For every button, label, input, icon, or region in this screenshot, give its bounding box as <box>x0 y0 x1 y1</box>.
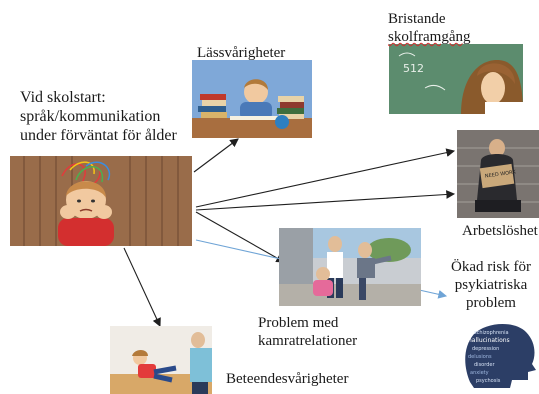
start-label-line2: språk/kommunikation <box>20 108 161 125</box>
word-cloud: schizophrenia hallucinations depression … <box>468 330 510 384</box>
word-0: schizophrenia <box>474 330 509 336</box>
problem-label: Problem med kamratrelationer <box>258 314 357 350</box>
reading-difficulties-photo <box>192 60 312 138</box>
bristande-label-line1: Bristande <box>388 11 446 27</box>
problem-label-line1: Problem med <box>258 315 339 331</box>
arrow-to-arbetsloshet <box>195 190 456 211</box>
start-label: Vid skolstart: språk/kommunikation under… <box>20 88 177 145</box>
behavior-problems-photo <box>110 326 212 394</box>
bristande-label-line2: skolframgång <box>388 29 471 45</box>
word-1: hallucinations <box>468 337 510 344</box>
psykiatriska-label: Ökad risk för psykiatriska problem <box>451 258 531 312</box>
word-2: depression <box>472 346 499 352</box>
word-4: disorder <box>474 362 495 368</box>
sign-text: NEED WORK <box>485 169 517 179</box>
arrow-to-lassvarigheter <box>193 138 239 173</box>
arbetsloshet-label: Arbetslöshet <box>462 223 538 239</box>
school-failure-photo: 512 <box>389 44 523 114</box>
child-photo <box>10 156 192 246</box>
arrow-to-bristande <box>195 148 456 208</box>
word-6: psychosis <box>476 378 501 384</box>
start-label-line3: under förväntat för ålder <box>20 127 177 144</box>
start-label-line1: Vid skolstart: <box>20 89 106 106</box>
psykiatriska-label-line2: psykiatriska <box>454 277 528 293</box>
psychiatric-head-image: schizophrenia hallucinations depression … <box>456 318 539 388</box>
word-3: delusions <box>468 354 492 360</box>
bristande-label: Bristande skolframgång <box>388 10 470 46</box>
psykiatriska-label-line3: problem <box>465 295 516 311</box>
psykiatriska-label-line1: Ökad risk för <box>451 259 531 275</box>
board-text: 512 <box>403 62 424 75</box>
problem-label-line2: kamratrelationer <box>258 333 358 349</box>
arrow-to-beteende <box>123 247 161 327</box>
unemployment-photo: NEED WORK <box>457 130 539 218</box>
word-5: anxiety <box>470 370 489 376</box>
peer-problems-photo <box>279 228 421 306</box>
beteende-label: Beteendesvårigheter <box>226 371 349 387</box>
arrow-to-problem <box>195 211 285 263</box>
lassvarigheter-label: Lässvårigheter <box>197 45 286 61</box>
